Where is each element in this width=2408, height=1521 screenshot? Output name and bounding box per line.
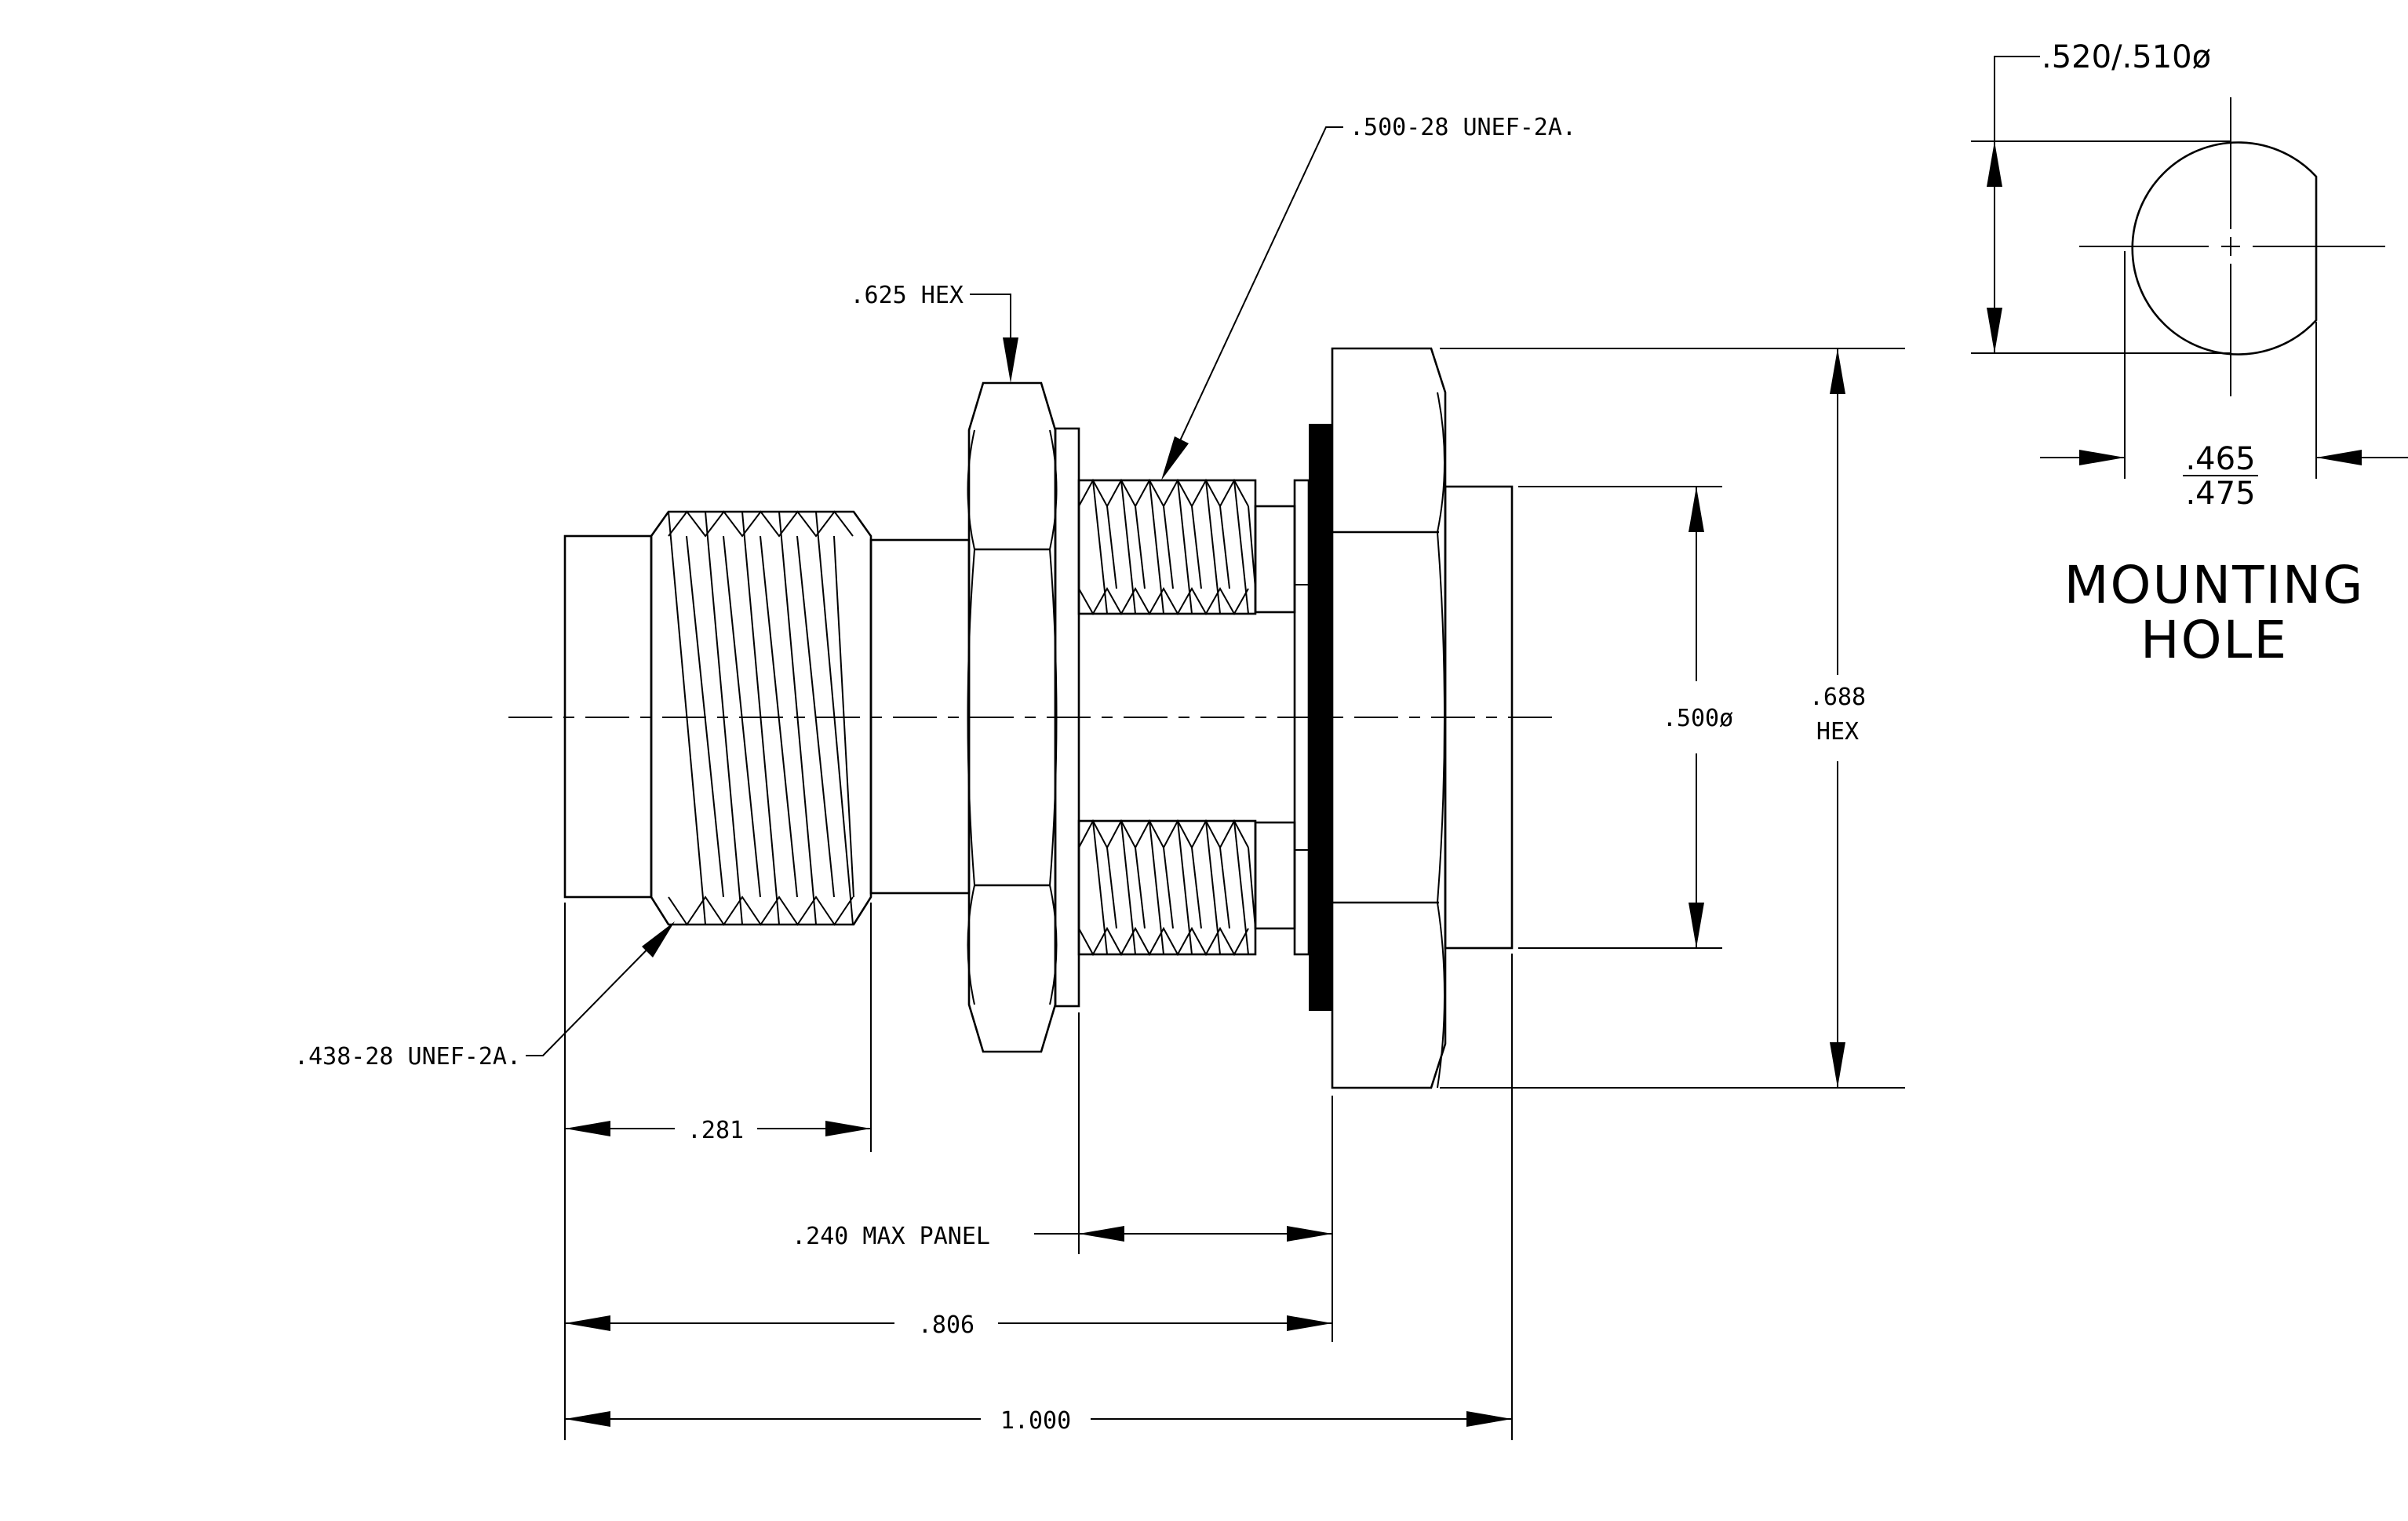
panel-thread-label: .500-28 UNEF-2A. <box>1350 114 1576 141</box>
flat-upper-label: .465 <box>2185 441 2255 477</box>
rear-thread-label: .438-28 UNEF-2A. <box>294 1043 521 1071</box>
mounting-hole-title-1: MOUNTING <box>2064 555 2365 615</box>
dim-240-label: .240 MAX PANEL <box>792 1223 990 1250</box>
dimension-hex-688: .688 HEX <box>1809 348 1866 1088</box>
dimension-281: .281 <box>565 1117 871 1144</box>
leader-rear-thread: .438-28 UNEF-2A. <box>294 921 675 1071</box>
dimension-240: .240 MAX PANEL <box>792 1223 1332 1250</box>
mounting-hole-detail: .520/.510ø .465 .475 MOUNTING HOLE <box>1971 39 2408 670</box>
leader-panel-thread: .500-28 UNEF-2A. <box>1161 114 1576 480</box>
panel-thread-crests <box>1078 478 1256 957</box>
pin-diameter-label: .500ø <box>1663 705 1733 732</box>
dim-1000-label: 1.000 <box>1000 1407 1071 1435</box>
shoulder-lower <box>1254 821 1296 930</box>
dimension-pin-diameter: .500ø <box>1663 487 1733 948</box>
hole-diameter-label: .520/.510ø <box>2042 39 2211 75</box>
dimension-806: .806 <box>565 1311 1332 1339</box>
hex-688-unit: HEX <box>1816 718 1859 746</box>
rear-thread-outline <box>650 510 872 926</box>
connector-body <box>508 347 1557 1089</box>
extension-lines <box>564 348 1905 1440</box>
mounting-hole-outline <box>2131 141 2318 356</box>
dim-806-label: .806 <box>918 1311 974 1339</box>
shoulder-upper <box>1254 505 1296 614</box>
leader-hex-nut: .625 HEX <box>851 282 1018 383</box>
dim-281-label: .281 <box>687 1117 744 1144</box>
hex-nut-label: .625 HEX <box>851 282 964 309</box>
flat-lower-label: .475 <box>2185 476 2255 512</box>
hex-688-value: .688 <box>1809 684 1866 711</box>
dimension-1000: 1.000 <box>565 1407 1512 1435</box>
mounting-hole-title-2: HOLE <box>2140 610 2288 670</box>
